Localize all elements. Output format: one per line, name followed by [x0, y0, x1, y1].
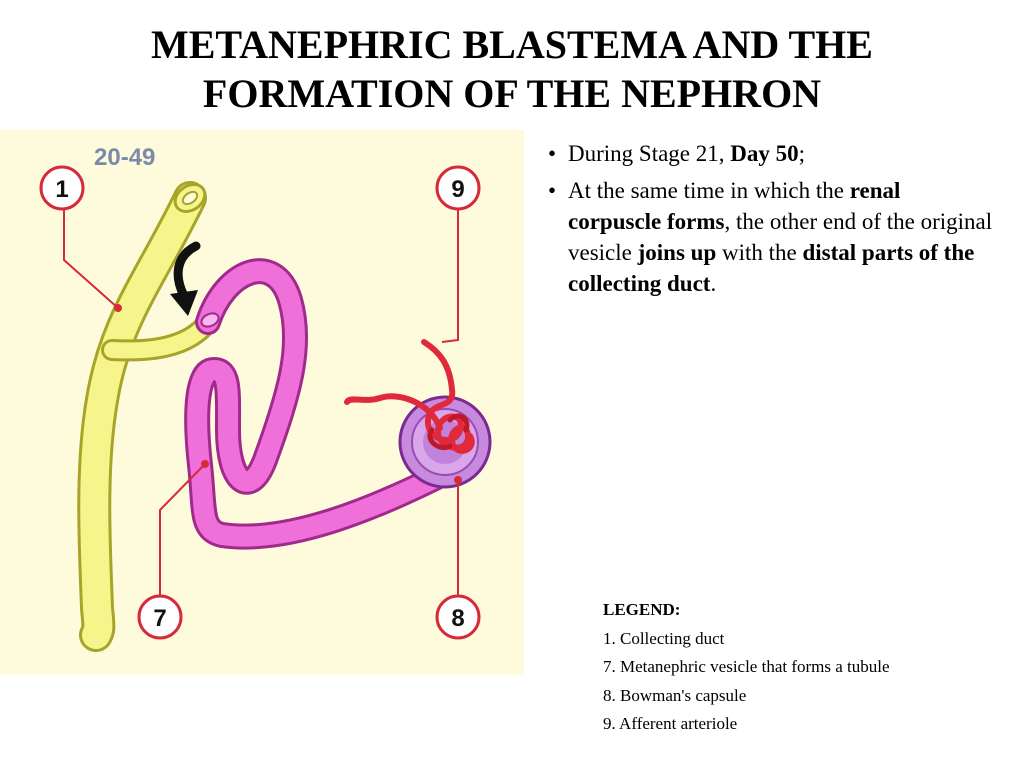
title-line-1: METANEPHRIC BLASTEMA AND THE	[151, 22, 873, 67]
nephron-diagram: 20-49	[0, 130, 524, 675]
bullet-1-end: ;	[798, 141, 806, 166]
nephron-diagram-svg: 20-49	[0, 130, 524, 675]
bullet-1-text: During Stage 21,	[568, 141, 731, 166]
bullet-stage: During Stage 21, Day 50;	[548, 138, 998, 169]
collecting-duct	[77, 181, 219, 652]
bullet-2-joins-up: joins up	[637, 240, 717, 265]
callout-9-label: 9	[451, 176, 464, 203]
legend-title: LEGEND:	[603, 600, 681, 619]
bullet-2-end: .	[710, 271, 717, 296]
callout-leaders	[63, 210, 459, 595]
bullet-2-text-3: with the	[716, 240, 803, 265]
leader-dots	[114, 304, 462, 484]
bullet-2-text-1: At the same time in which the	[568, 178, 850, 203]
stage-label: 20-49	[94, 144, 155, 171]
afferent-arteriole	[344, 339, 475, 454]
leader-9	[441, 210, 459, 343]
metanephric-tubule	[184, 258, 448, 550]
legend: LEGEND: 1. Collecting duct 7. Metanephri…	[603, 596, 1003, 739]
bullet-2-collecting-duct: distal parts of the collecting duct	[568, 240, 975, 296]
bullet-join: At the same time in which the renal corp…	[548, 175, 998, 299]
bullet-2-renal-corpuscle: renal corpuscle forms	[568, 178, 901, 234]
callout-9: 9	[435, 165, 481, 211]
bullet-2-text-2: , the other end of the original vesicle	[568, 209, 993, 265]
bullet-list: During Stage 21, Day 50; At the same tim…	[548, 138, 998, 305]
legend-item-1: 1. Collecting duct	[603, 628, 725, 648]
legend-item-7: 7. Metanephric vesicle that forms a tubu…	[603, 657, 890, 676]
callout-1-label: 1	[55, 176, 68, 203]
leader-7	[159, 463, 206, 595]
callout-1: 1	[39, 165, 85, 211]
curved-arrow-icon	[170, 241, 201, 316]
callout-7-label: 7	[153, 605, 166, 632]
legend-item-9: 9. Afferent arteriole	[603, 714, 738, 733]
slide-title: METANEPHRIC BLASTEMA AND THE FORMATION O…	[0, 20, 1024, 118]
callout-8-label: 8	[451, 605, 464, 632]
bullet-1-day: Day 50	[730, 141, 799, 166]
callout-7: 7	[137, 594, 183, 640]
callout-8: 8	[435, 594, 481, 640]
leader-1	[63, 210, 119, 309]
legend-item-8: 8. Bowman's capsule	[603, 685, 747, 705]
title-line-2: FORMATION OF THE NEPHRON	[202, 71, 822, 116]
